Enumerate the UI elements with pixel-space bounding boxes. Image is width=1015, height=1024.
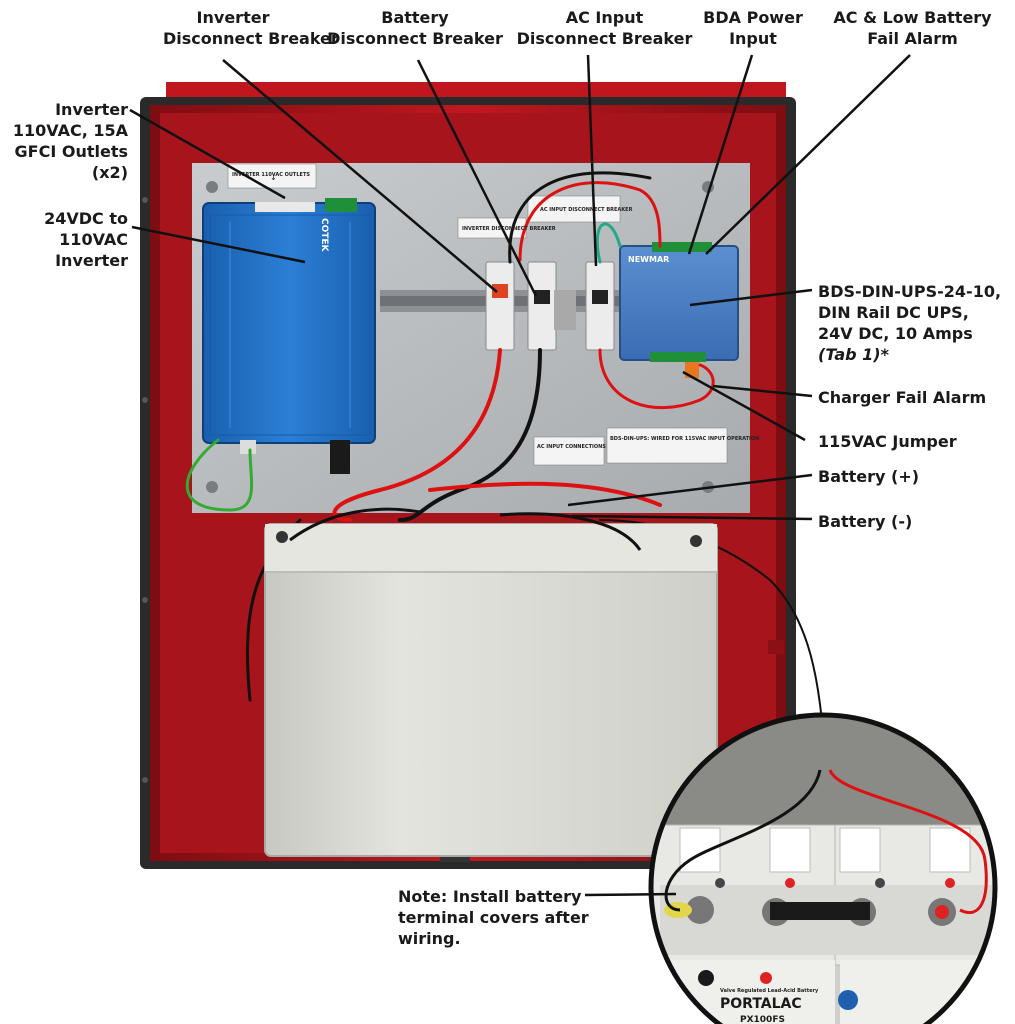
outlets-arrow-icon: ↓ (270, 173, 277, 182)
callout-ac-low-battery-line1: AC & Low Battery (833, 8, 992, 27)
callout-battery-neg: Battery (-) (818, 511, 998, 532)
ups-brand-label: NEWMAR (628, 255, 669, 264)
callout-inverter-breaker-line1: Inverter (196, 8, 270, 27)
ac-connections-label: AC INPUT CONNECTIONS (537, 444, 606, 450)
callout-note-line2: terminal covers after (398, 908, 589, 927)
callout-ups-line3: 24V DC, 10 Amps (818, 324, 973, 343)
callout-gfci-line4: (x2) (91, 163, 128, 182)
callout-ac-input-breaker: AC Input Disconnect Breaker (512, 7, 697, 49)
callout-battery-neg-text: Battery (-) (818, 512, 913, 531)
callout-battery-pos-text: Battery (+) (818, 467, 920, 486)
callout-inverter-line1: 24VDC to (44, 209, 128, 228)
callout-ac-input-breaker-line1: AC Input (565, 8, 644, 27)
callout-charger-fail-text: Charger Fail Alarm (818, 388, 987, 407)
callout-ups: BDS-DIN-UPS-24-10, DIN Rail DC UPS, 24V … (818, 281, 1010, 365)
wiring-note-label: BDS-DIN-UPS: WIRED FOR 115VAC INPUT OPER… (610, 436, 759, 442)
callout-note-line3: wiring. (398, 929, 461, 948)
callout-battery-breaker-line2: Disconnect Breaker (327, 29, 503, 48)
inset-zoom: Valve Regulated Lead-Acid Battery PORTAL… (648, 712, 998, 1024)
ac-input-breaker-tag: AC INPUT DISCONNECT BREAKER (540, 207, 633, 213)
callout-ups-line2: DIN Rail DC UPS, (818, 303, 969, 322)
callout-gfci-line2: 110VAC, 15A (12, 121, 128, 140)
callout-ac-low-battery-line2: Fail Alarm (867, 29, 958, 48)
callout-inverter-line3: Inverter (55, 251, 128, 270)
callout-charger-fail: Charger Fail Alarm (818, 387, 1010, 408)
inset-battery-brand: PORTALAC (720, 996, 802, 1012)
battery (264, 507, 718, 857)
breakers (485, 261, 615, 351)
ups-module (619, 242, 739, 378)
callout-inverter-breaker: Inverter Disconnect Breaker (163, 7, 339, 49)
callout-gfci-outlets: Inverter 110VAC, 15A GFCI Outlets (x2) (4, 99, 128, 183)
inverter-brand-label: COTEK (319, 218, 329, 253)
callout-note-line1: Note: Install battery (398, 887, 582, 906)
callout-inverter-breaker-line2: Disconnect Breaker (163, 29, 339, 48)
outlets-panel-label: INVERTER 110VAC OUTLETS (232, 172, 310, 178)
callout-ac-input-breaker-line2: Disconnect Breaker (516, 29, 693, 48)
inverter-unit (202, 198, 376, 474)
callout-battery-breaker: Battery Disconnect Breaker (325, 7, 505, 49)
callout-gfci-line1: Inverter (55, 100, 128, 119)
wiring (185, 171, 826, 761)
callout-note: Note: Install battery terminal covers af… (398, 886, 593, 949)
callout-ups-line1: BDS-DIN-UPS-24-10, (818, 282, 1002, 301)
callout-lines (129, 54, 911, 897)
callout-gfci-line3: GFCI Outlets (14, 142, 128, 161)
callout-inverter-line2: 110VAC (59, 230, 128, 249)
callout-ac-low-battery: AC & Low Battery Fail Alarm (825, 7, 1000, 49)
callout-inverter: 24VDC to 110VAC Inverter (4, 208, 128, 271)
callout-battery-pos: Battery (+) (818, 466, 998, 487)
callout-bda-power-line1: BDA Power (703, 8, 803, 27)
callout-battery-breaker-line1: Battery (381, 8, 449, 27)
callout-ups-tab: (Tab 1)* (818, 345, 889, 364)
inverter-breaker-tag: INVERTER DISCONNECT BREAKER (462, 226, 556, 232)
callout-jumper-text: 115VAC Jumper (818, 432, 957, 451)
callout-bda-power: BDA Power Input (698, 7, 808, 49)
inset-battery-model: PX100FS (740, 1015, 785, 1024)
inset-battery-subtext: Valve Regulated Lead-Acid Battery (720, 988, 819, 994)
callout-bda-power-line2: Input (729, 29, 777, 48)
callout-jumper: 115VAC Jumper (818, 431, 998, 452)
